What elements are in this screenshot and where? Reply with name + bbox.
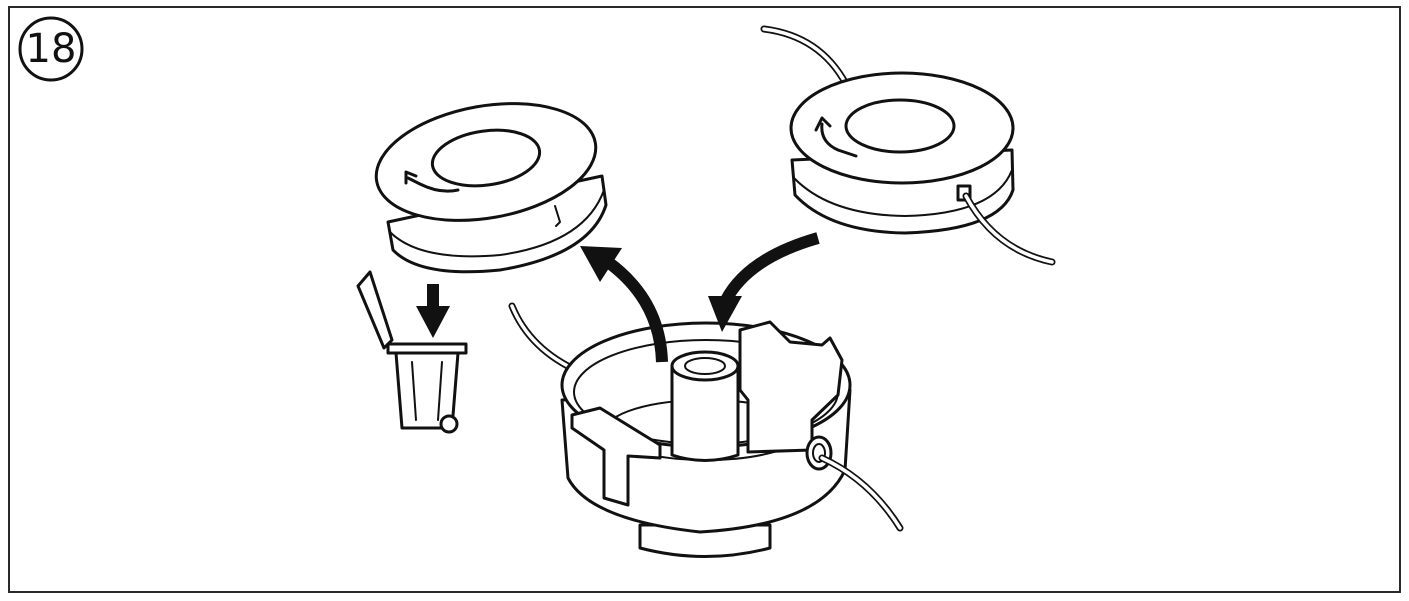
remove-arrow-icon <box>580 246 668 363</box>
step-number: 18 <box>25 26 77 72</box>
discard-arrow-icon <box>416 284 450 338</box>
old-spool-icon <box>374 102 608 274</box>
trash-bin-icon <box>356 270 468 434</box>
step-badge <box>18 16 84 82</box>
new-spool-icon <box>760 25 1056 266</box>
insert-arrow-icon <box>708 232 820 332</box>
spool-housing-icon <box>508 302 904 558</box>
